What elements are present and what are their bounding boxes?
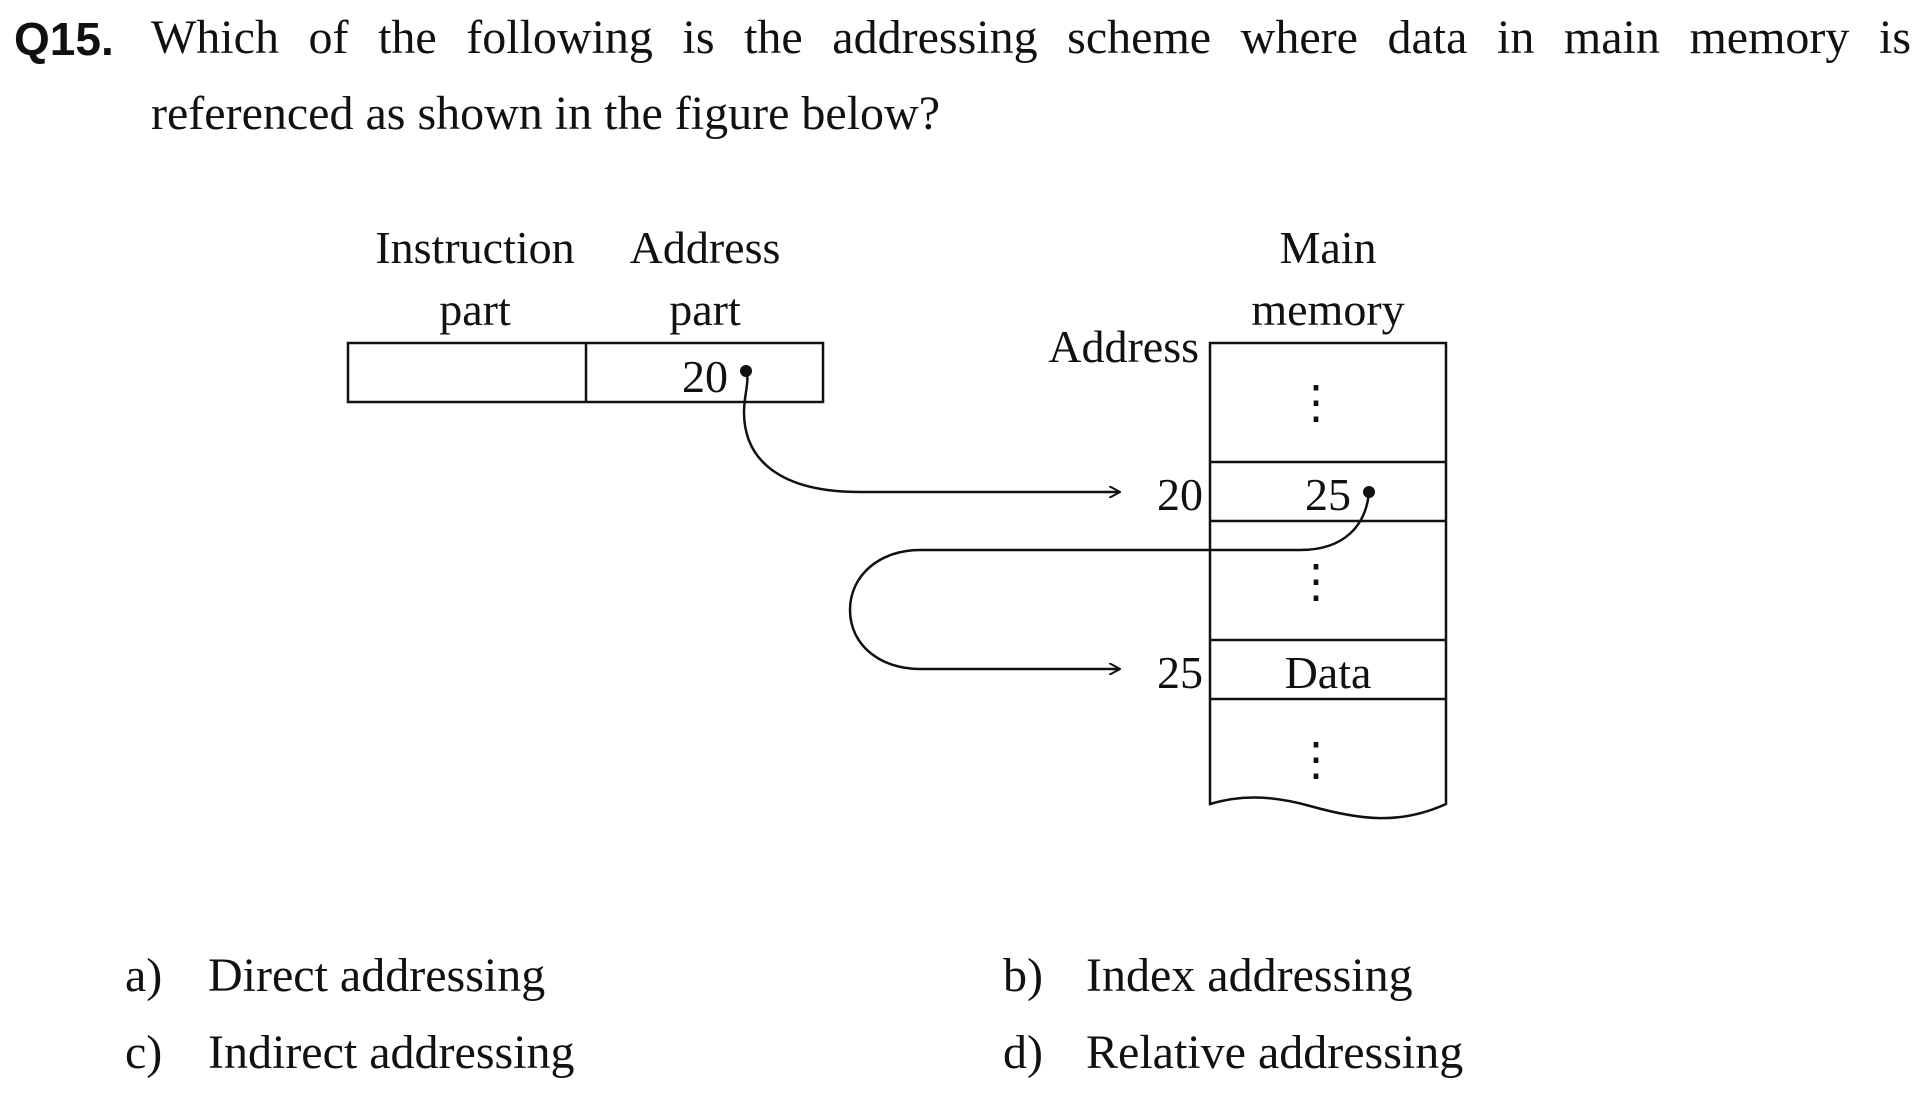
main-memory-label-line-1: Main: [1279, 222, 1376, 273]
option-a-letter: a): [125, 949, 163, 1002]
option-d-letter: d): [1003, 1026, 1043, 1079]
option-c-letter: c): [125, 1026, 163, 1079]
memory-cell-ellipsis-middle: ⋮: [1293, 556, 1339, 607]
main-memory-column: [1208, 341, 1448, 820]
instruction-part-label-line-1: Instruction: [375, 222, 574, 273]
question-number: Q15.: [14, 13, 114, 65]
memory-cell-value-25: 25: [1305, 469, 1351, 520]
question-text-line-2: referenced as shown in the figure below?: [151, 87, 940, 140]
memory-address-20: 20: [1157, 469, 1203, 520]
memory-cell-ellipsis-bottom: ⋮: [1293, 734, 1339, 785]
pointer-arrow-to-address-20: [742, 370, 1120, 492]
address-column-label: Address: [1048, 321, 1199, 372]
option-c-text: Indirect addressing: [208, 1026, 575, 1079]
option-b-letter: b): [1003, 949, 1043, 1002]
main-memory-label-line-2: memory: [1251, 284, 1404, 335]
option-a-text: Direct addressing: [208, 949, 546, 1002]
address-part-label-line-2: part: [669, 284, 741, 335]
memory-cell-data: Data: [1285, 647, 1372, 698]
address-part-label-line-1: Address: [630, 222, 781, 273]
question-text-line-1: Which of the following is the addressing…: [151, 11, 1911, 64]
option-b-text: Index addressing: [1086, 949, 1413, 1002]
memory-address-25: 25: [1157, 647, 1203, 698]
memory-cell-ellipsis-top: ⋮: [1293, 377, 1339, 428]
option-d-text: Relative addressing: [1086, 1026, 1464, 1079]
address-part-value: 20: [682, 351, 728, 402]
instruction-part-label-line-2: part: [439, 284, 511, 335]
pointer-arrow-to-address-25: [848, 491, 1371, 669]
